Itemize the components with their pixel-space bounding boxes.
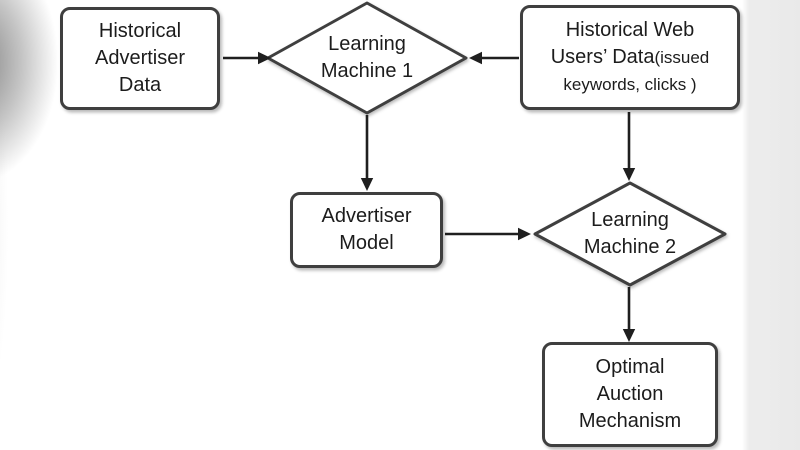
node-text-line: Advertiser (321, 205, 412, 227)
node-text-line: Learning (591, 209, 669, 231)
node-historical-web-users-data: Historical Web Users’ Data(issued keywor… (520, 5, 740, 110)
node-text-line: Historical (98, 20, 182, 42)
node-text-span: Users’ Data (550, 46, 655, 68)
node-historical-advertiser-data: Historical Advertiser Data (60, 7, 220, 110)
node-text-line: Mechanism (578, 410, 682, 432)
arrow-advertiser-data-to-lm1 (223, 51, 271, 65)
node-learning-machine-2: Learning Machine 2 (540, 204, 720, 264)
node-text-line: Data (118, 74, 162, 96)
node-learning-machine-1-shape (266, 1, 468, 115)
node-text-line: Learning (328, 33, 406, 55)
node-text-line: Historical Web (565, 19, 695, 41)
node-text-line: Machine 2 (583, 236, 677, 258)
arrow-lm1-to-advertiser-model (360, 115, 374, 191)
node-text-line: keywords, clicks ) (563, 75, 697, 94)
arrow-web-users-data-to-lm1 (469, 51, 519, 65)
node-text-line: Users’ Data(issued (551, 44, 710, 71)
arrow-advertiser-model-to-lm2 (445, 227, 531, 241)
node-advertiser-model: Advertiser Model (290, 192, 443, 268)
node-text-line: Advertiser (94, 47, 186, 69)
node-learning-machine-1: Learning Machine 1 (277, 28, 457, 88)
node-text-span: (issued (654, 48, 710, 67)
node-text-line: Machine 1 (320, 60, 414, 82)
node-text-line: Model (339, 232, 394, 254)
arrow-lm2-to-optimal-auction (622, 287, 636, 342)
node-learning-machine-2-shape (533, 181, 727, 287)
node-text-line: Auction (596, 383, 664, 405)
node-text-line: Optimal (595, 356, 665, 378)
node-optimal-auction-mechanism: Optimal Auction Mechanism (542, 342, 718, 447)
arrow-web-users-data-to-lm2 (622, 112, 636, 181)
